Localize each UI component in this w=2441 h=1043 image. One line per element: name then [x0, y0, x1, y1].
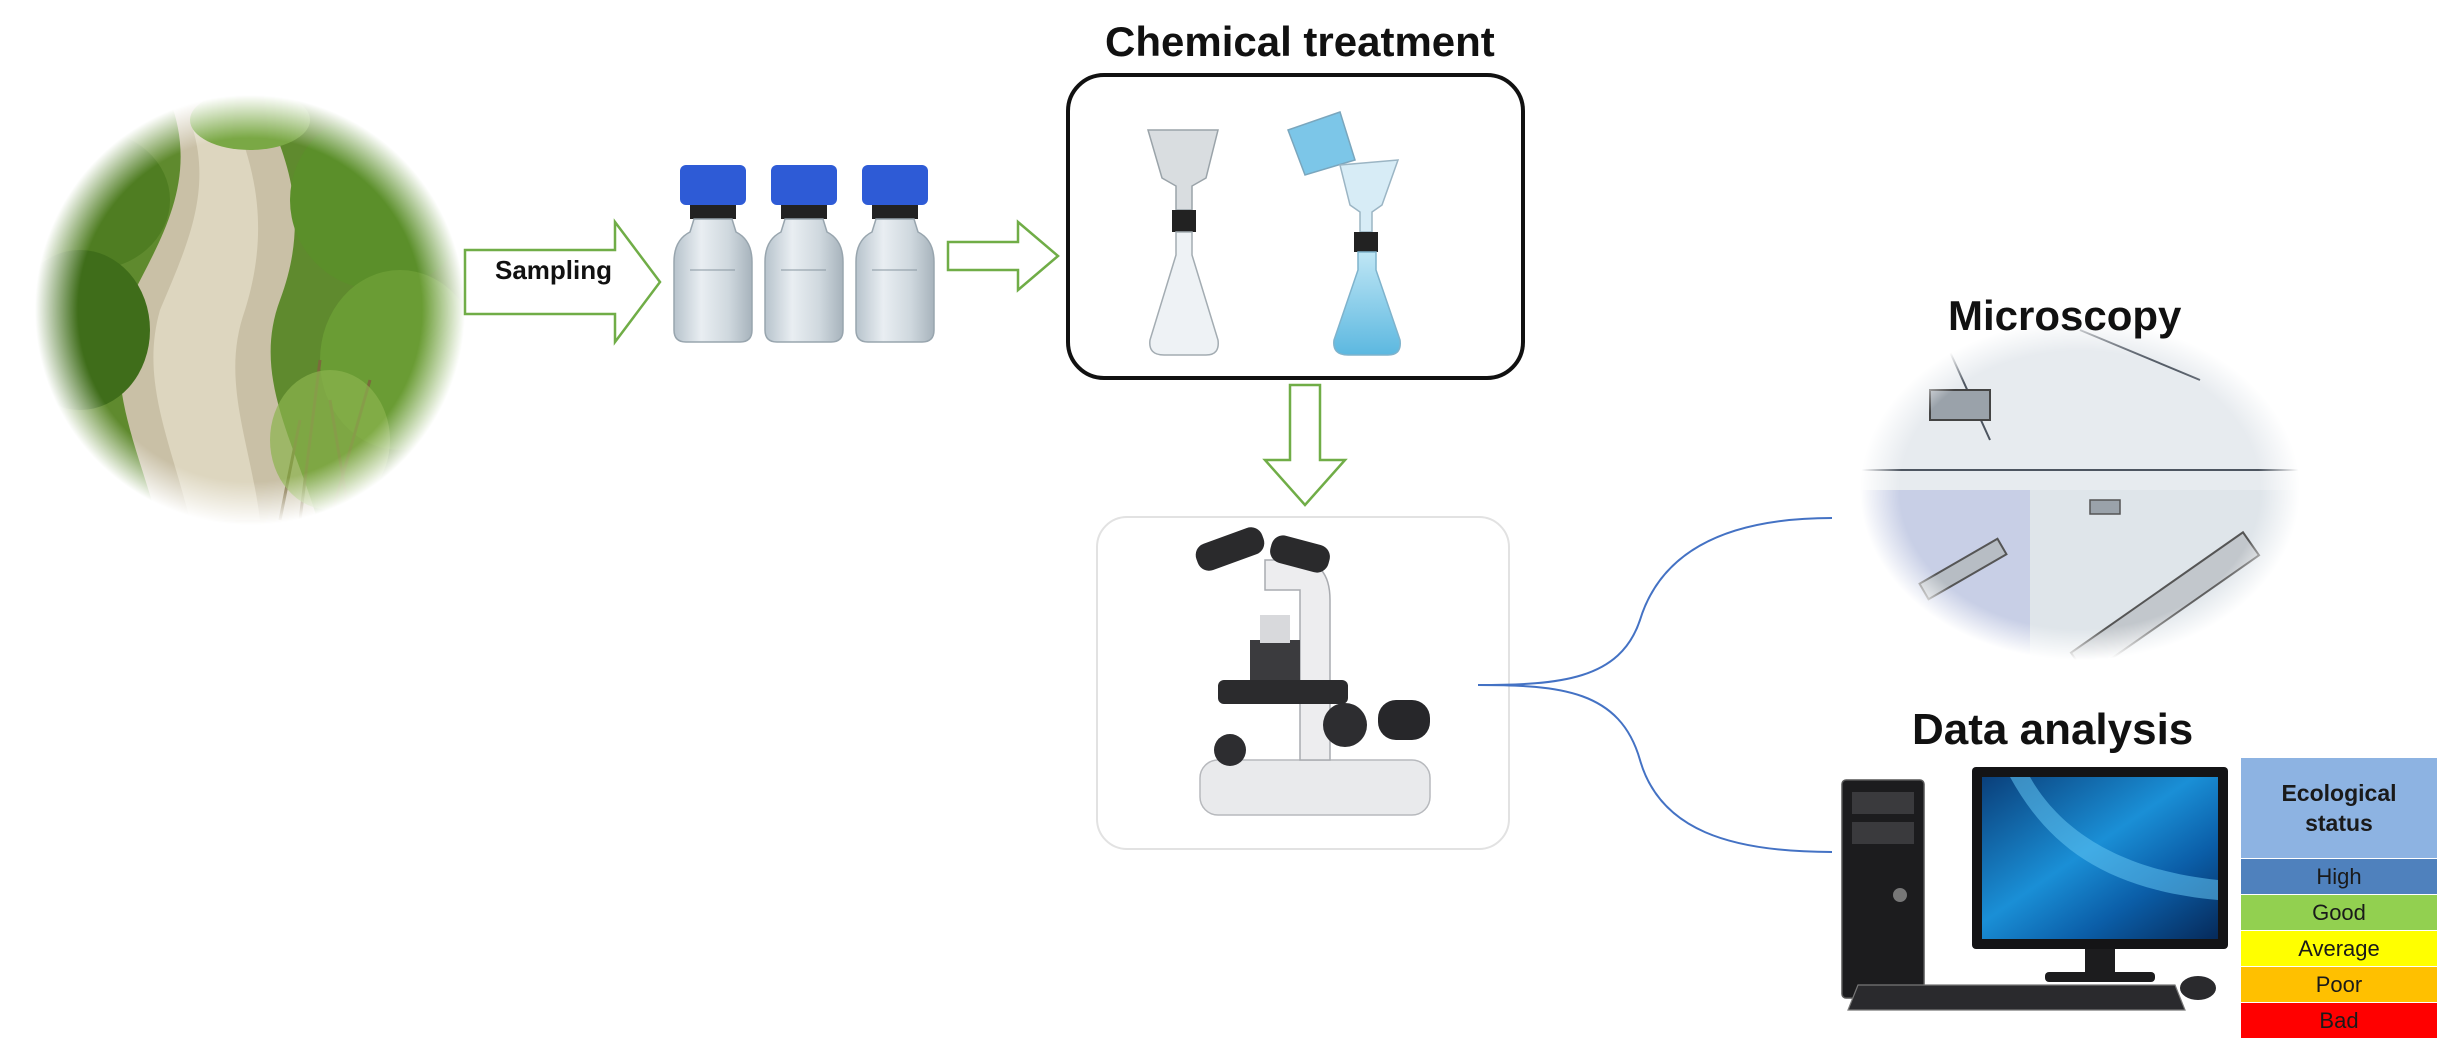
status-row-good: Good	[2241, 894, 2437, 930]
sampling-label: Sampling	[495, 255, 613, 285]
connector-to-microscopy	[1477, 517, 1833, 686]
arrow-to-microscope	[1262, 383, 1348, 507]
data-analysis-title: Data analysis	[1912, 705, 2194, 754]
connector-to-data-analysis	[1477, 684, 1833, 853]
status-row-poor: Poor	[2241, 966, 2437, 1002]
status-row-high: High	[2241, 858, 2437, 894]
microscopy-title: Microscopy	[1948, 292, 2182, 339]
funnel-flask-icon	[1147, 129, 1219, 356]
funnel-flask-icon	[1287, 111, 1401, 356]
diatom-micrograph	[1860, 320, 2300, 678]
river-photo	[10, 90, 480, 530]
chemical-treatment-title: Chemical treatment	[1105, 18, 1495, 65]
status-row-bad: Bad	[2241, 1002, 2437, 1038]
computer-icon	[1841, 767, 2228, 1011]
sampling-arrow	[463, 218, 662, 346]
arrow-to-treatment	[946, 219, 1060, 293]
ecological-status-header-line1: Ecological	[2281, 780, 2397, 806]
bottle-icon	[855, 165, 935, 343]
chemical-treatment-box	[1066, 73, 1525, 380]
microscope-icon	[1195, 527, 1431, 816]
ecological-status-header: Ecological status	[2241, 758, 2437, 858]
ecological-status-table: Ecological status High Good Average Poor…	[2240, 757, 2438, 1039]
bottle-icon	[673, 165, 753, 343]
ecological-status-header-line2: status	[2305, 810, 2373, 836]
bottle-icon	[764, 165, 844, 343]
sample-bottles	[673, 165, 935, 343]
status-row-average: Average	[2241, 930, 2437, 966]
